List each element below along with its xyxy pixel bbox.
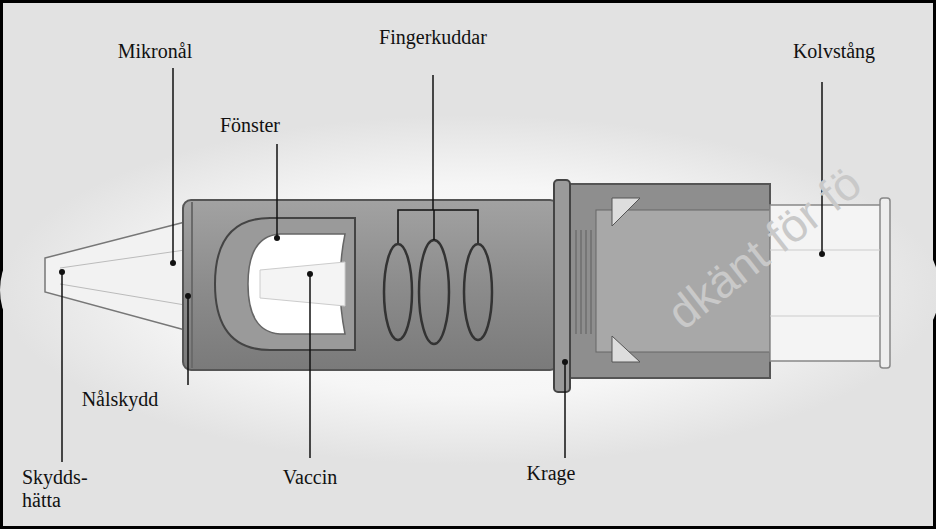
thread-stroke (585, 230, 587, 334)
part-label: Fingerkuddar (379, 26, 487, 49)
thread-stroke (580, 230, 582, 334)
part-label: Krage (527, 462, 576, 485)
thread-stroke (590, 230, 592, 334)
part-label: Skydds- hätta (22, 466, 94, 512)
part-label: Vaccin (283, 466, 337, 489)
part-label: Fönster (220, 114, 280, 137)
thread-stroke (575, 230, 577, 334)
part-label: Mikronål (118, 40, 192, 63)
part-label: Kolvstång (793, 40, 875, 63)
part-label: Nålskydd (82, 388, 159, 411)
